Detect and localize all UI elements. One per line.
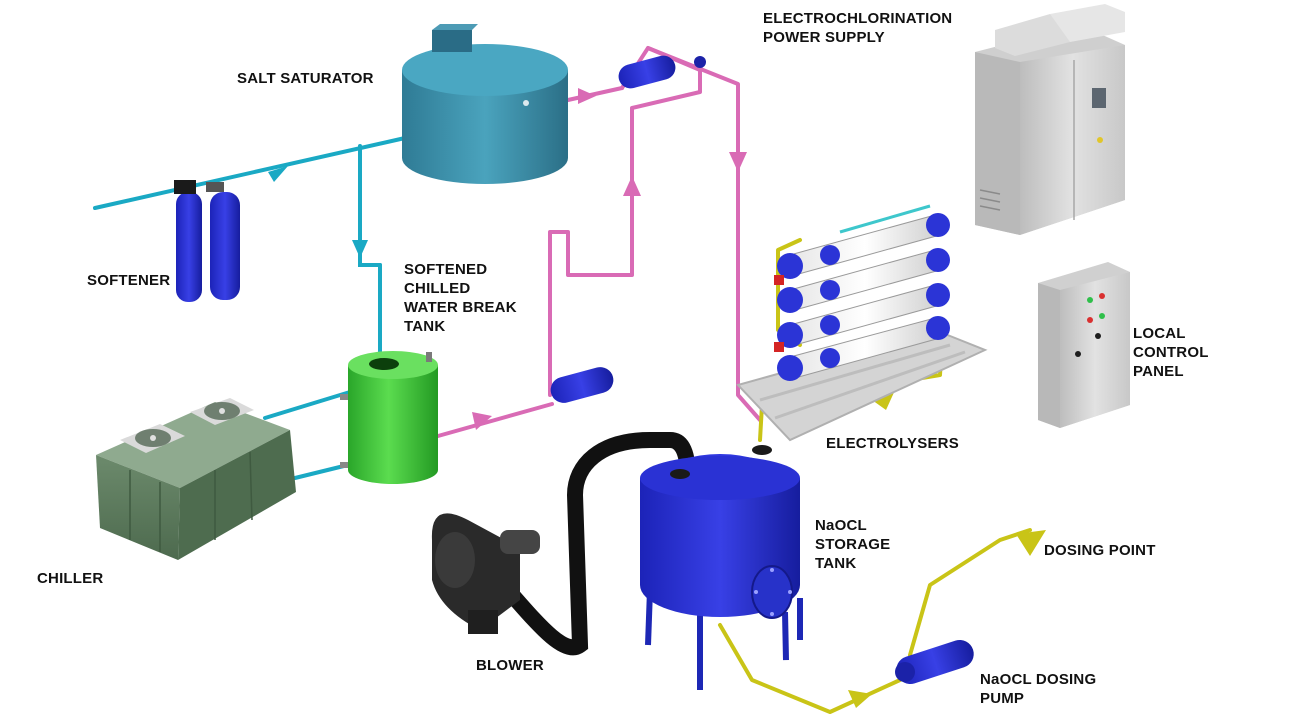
- dosing-pump-label: NaOCL DOSING PUMP: [980, 671, 1097, 707]
- air-duct: [474, 432, 696, 656]
- flow-arrow-icon: [623, 176, 641, 196]
- brine-lines: [436, 46, 762, 438]
- flow-arrow-icon: [472, 412, 492, 430]
- storage-tank-label: NaOCL STORAGE TANK: [815, 517, 891, 572]
- fan-icon: [190, 398, 254, 425]
- flow-arrow-icon: [729, 152, 747, 172]
- flow-arrow-icon: [1016, 530, 1046, 556]
- electrolysers-label: ELECTROLYSERS: [826, 435, 959, 452]
- salt-saturator: [402, 24, 568, 184]
- local-control-panel-label: LOCAL CONTROL PANEL: [1133, 325, 1209, 380]
- flow-arrow-icon: [848, 690, 872, 708]
- flow-arrow-icon: [578, 88, 596, 104]
- chiller: [96, 398, 296, 560]
- chiller-label: CHILLER: [37, 570, 104, 587]
- brine-pump-upper: [618, 55, 706, 89]
- brine-pump-lower: [550, 367, 614, 403]
- power-supply-label: ELECTROCHLORINATION POWER SUPPLY: [763, 10, 953, 46]
- flow-arrow-icon: [268, 166, 288, 182]
- break-tank: [340, 351, 438, 484]
- softener: [174, 180, 240, 302]
- storage-tank: [640, 445, 803, 690]
- dosing-point-label: DOSING POINT: [1044, 542, 1156, 559]
- salt-saturator-label: SALT SATURATOR: [237, 70, 374, 87]
- manway-icon: [751, 565, 793, 619]
- break-tank-label: SOFTENED CHILLED WATER BREAK TANK: [404, 261, 517, 335]
- fan-icon: [120, 424, 185, 453]
- local-control-panel: [1038, 262, 1130, 428]
- blower: [431, 513, 540, 634]
- flow-arrow-icon: [352, 240, 368, 258]
- water-lines: [93, 136, 407, 480]
- blower-label: BLOWER: [476, 657, 544, 674]
- softener-label: SOFTENER: [87, 272, 171, 289]
- power-supply-cabinet: [975, 4, 1125, 235]
- electrolysers: [736, 204, 988, 442]
- dosing-pump: [895, 639, 974, 685]
